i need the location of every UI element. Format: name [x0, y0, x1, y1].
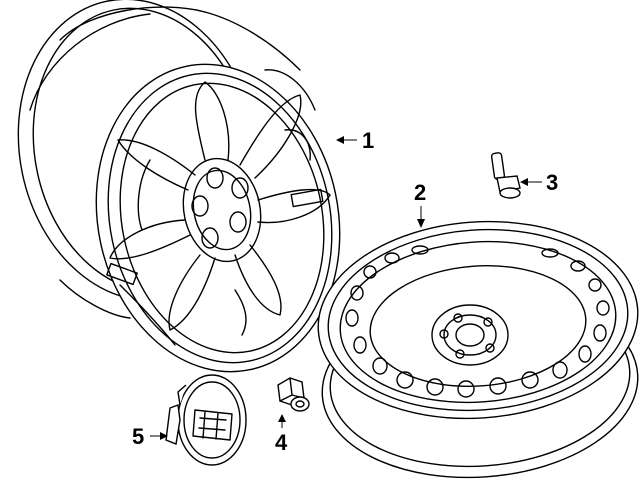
valve-stem: [490, 152, 521, 199]
callout-4: 4: [275, 414, 288, 455]
callout-5: 5: [132, 424, 168, 449]
lug-nut: [277, 377, 310, 412]
spare-steel-wheel: [317, 220, 639, 479]
callout-1: 1: [336, 128, 374, 153]
callout-5-label: 5: [132, 424, 144, 449]
center-cap: [165, 374, 247, 466]
callout-3: 3: [520, 170, 558, 195]
callout-2: 2: [414, 180, 426, 228]
alloy-wheel: [17, 0, 341, 373]
callout-4-label: 4: [275, 430, 288, 455]
callout-3-label: 3: [546, 170, 558, 195]
vent-holes: [345, 245, 610, 398]
callout-2-label: 2: [414, 180, 426, 205]
callout-1-label: 1: [362, 128, 374, 153]
